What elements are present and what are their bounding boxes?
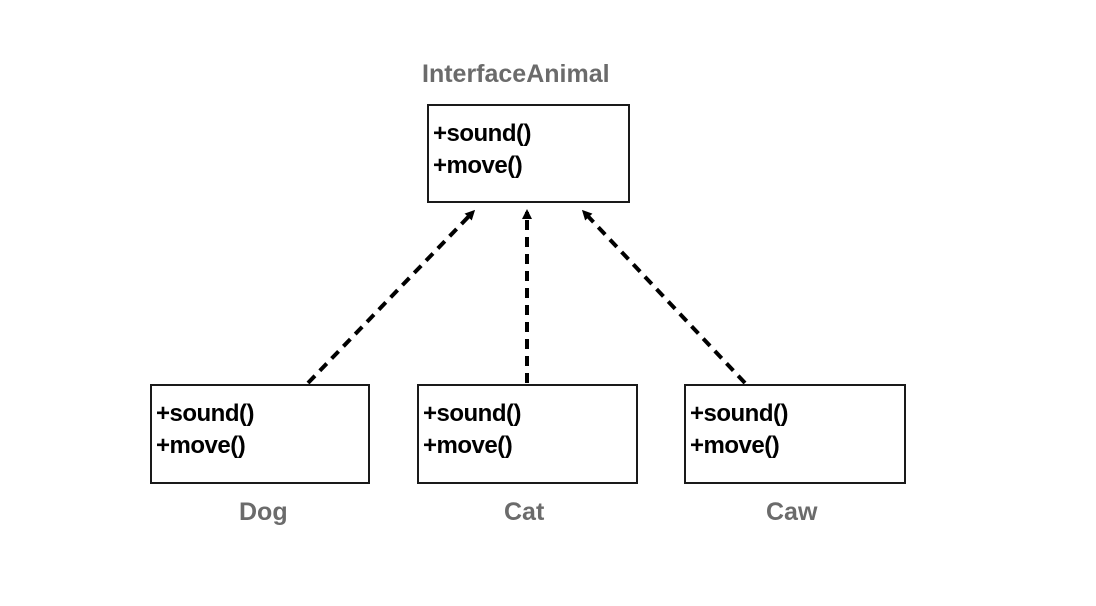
dog-method-sound: +sound() bbox=[156, 400, 255, 427]
caw-method-move: +move() bbox=[690, 432, 780, 459]
class-box-dog: +sound() +move() bbox=[150, 384, 370, 484]
class-name-caw: Caw bbox=[766, 498, 818, 526]
class-box-cat: +sound() +move() bbox=[417, 384, 638, 484]
interface-method-sound: +sound() bbox=[433, 120, 532, 147]
interface-method-move: +move() bbox=[433, 152, 523, 179]
cat-method-move: +move() bbox=[423, 432, 513, 459]
edge-dog-to-interface bbox=[306, 209, 476, 385]
class-box-caw: +sound() +move() bbox=[684, 384, 906, 484]
edge-caw-to-interface bbox=[581, 209, 747, 385]
dog-method-move: +move() bbox=[156, 432, 246, 459]
class-name-dog: Dog bbox=[239, 498, 288, 526]
class-name-cat: Cat bbox=[504, 498, 545, 526]
cat-method-sound: +sound() bbox=[423, 400, 522, 427]
interface-box: +sound() +move() bbox=[427, 104, 630, 203]
interface-name: InterfaceAnimal bbox=[422, 60, 610, 88]
caw-method-sound: +sound() bbox=[690, 400, 789, 427]
